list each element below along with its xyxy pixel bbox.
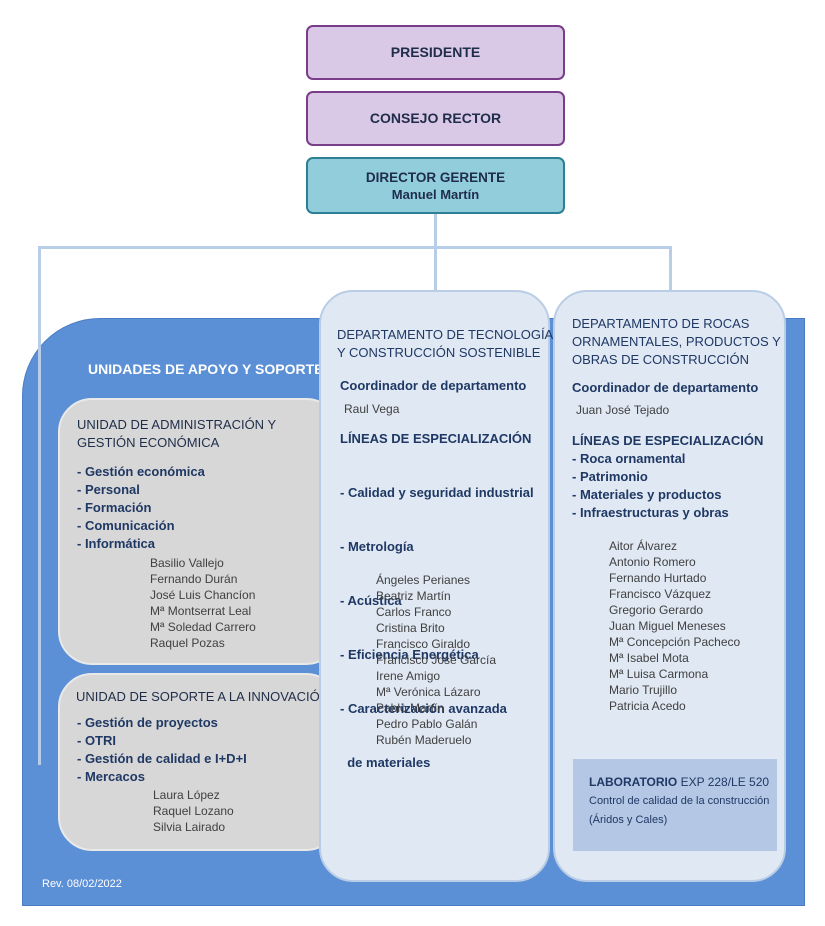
innovation-unit-title: UNIDAD DE SOPORTE A LA INNOVACIÓN xyxy=(76,689,330,704)
director-gerente-box: DIRECTOR GERENTE Manuel Martín xyxy=(306,157,565,214)
list-item: Ángeles Perianes xyxy=(376,573,471,587)
list-item: - Mercacos xyxy=(77,769,145,784)
consejo-rector-label: CONSEJO RECTOR xyxy=(369,110,502,126)
list-item: - Patrimonio xyxy=(572,469,648,484)
list-item: - Calidad y seguridad industrial xyxy=(340,485,534,500)
list-item: Mª Luisa Carmona xyxy=(609,667,709,681)
dept-tech-title: DEPARTAMENTO DE TECNOLOGÍAS Y CONSTRUCCI… xyxy=(337,327,562,360)
list-item: - Eficiencia Energética xyxy=(340,647,479,662)
list-item: Rubén Maderuelo xyxy=(376,733,472,747)
list-item: Cristina Brito xyxy=(376,621,445,635)
presidente-box: PRESIDENTE xyxy=(306,25,565,80)
director-title: DIRECTOR GERENTE xyxy=(365,170,506,185)
innovation-unit-box xyxy=(58,673,340,851)
list-item: Silvia Lairado xyxy=(153,820,226,834)
innovation-functions: - Gestión de proyectos - OTRI - Gestión … xyxy=(77,714,247,786)
laboratory-box: LABORATORIO EXP 228/LE 520 Control de ca… xyxy=(573,759,777,851)
list-item: Pablo Martín xyxy=(376,701,445,715)
list-item: - Materiales y productos xyxy=(572,487,722,502)
connector-director-down xyxy=(434,214,437,294)
dept-tech-coord-name: Raul Vega xyxy=(344,402,400,416)
list-item: - Informática xyxy=(77,536,156,551)
list-item: Juan Miguel Meneses xyxy=(609,619,726,633)
support-units-title: UNIDADES DE APOYO Y SOPORTE xyxy=(88,361,324,377)
list-item: Carlos Franco xyxy=(376,605,452,619)
laboratory-heading: LABORATORIO EXP 228/LE 520 xyxy=(589,775,769,789)
list-item: Mª Concepción Pacheco xyxy=(609,635,741,649)
innovation-people: Laura López Raquel Lozano Silvia Lairado xyxy=(153,787,234,835)
laboratory-desc-1: Control de calidad de la construcción xyxy=(589,795,770,807)
dept-rocks-coord-name: Juan José Tejado xyxy=(576,403,670,417)
list-item: Mª Montserrat Leal xyxy=(150,604,252,618)
dept-rocks-lines-label: LÍNEAS DE ESPECIALIZACIÓN xyxy=(572,433,764,448)
list-item: - Infraestructuras y obras xyxy=(572,505,729,520)
presidente-label: PRESIDENTE xyxy=(390,44,481,60)
list-item: Fernando Hurtado xyxy=(609,571,707,585)
admin-unit-title: UNIDAD DE ADMINISTRACIÓN Y GESTIÓN ECONÓ… xyxy=(77,417,277,450)
dept-tech-lines-label: LÍNEAS DE ESPECIALIZACIÓN xyxy=(340,431,532,446)
list-item: - Metrología xyxy=(340,539,414,554)
list-item: Mª Soledad Carrero xyxy=(150,620,256,634)
dept-tech-box xyxy=(319,290,550,882)
list-item: Fernando Durán xyxy=(150,572,238,586)
list-item: Gregorio Gerardo xyxy=(609,603,704,617)
list-item: Mario Trujillo xyxy=(609,683,678,697)
admin-unit-box xyxy=(58,398,340,665)
dept-rocks-people: Aitor Álvarez Antonio Romero Fernando Hu… xyxy=(609,538,740,714)
list-item: - Acústica xyxy=(340,593,402,608)
revision-date: Rev. 08/02/2022 xyxy=(42,878,122,890)
laboratory-title: LABORATORIO xyxy=(589,775,678,789)
list-item: Basilio Vallejo xyxy=(150,556,224,570)
list-item: Irene Amigo xyxy=(376,669,441,683)
dept-rocks-lines: - Roca ornamental - Patrimonio - Materia… xyxy=(572,450,729,522)
list-item: - Formación xyxy=(77,500,152,515)
list-item: Raquel Lozano xyxy=(153,804,234,818)
list-item: Mª Verónica Lázaro xyxy=(376,685,481,699)
list-item: José Luis Chancíon xyxy=(150,588,256,602)
dept-rocks-title: DEPARTAMENTO DE ROCAS ORNAMENTALES, PROD… xyxy=(572,316,781,367)
list-item: - Gestión de calidad e I+D+I xyxy=(77,751,247,766)
dept-rocks-coord-label: Coordinador de departamento xyxy=(572,380,759,395)
list-item: - Caracterización avanzada xyxy=(340,701,507,716)
list-item: Antonio Romero xyxy=(609,555,696,569)
list-item: de materiales xyxy=(340,755,431,770)
list-item: Francisco Giraldo xyxy=(376,637,471,651)
connector-left-over-blue xyxy=(38,318,41,765)
dept-tech-people: Ángeles Perianes Beatriz Martín Carlos F… xyxy=(376,572,496,748)
list-item: - OTRI xyxy=(77,733,116,748)
dept-tech-lines: - Calidad y seguridad industrial - Metro… xyxy=(340,448,534,790)
list-item: Laura López xyxy=(153,788,220,802)
director-name: Manuel Martín xyxy=(391,187,480,202)
admin-functions: - Gestión económica - Personal - Formaci… xyxy=(77,463,205,553)
list-item: - Gestión económica xyxy=(77,464,205,479)
list-item: Francisco José García xyxy=(376,653,497,667)
list-item: - Gestión de proyectos xyxy=(77,715,218,730)
connector-right-down xyxy=(669,246,672,290)
admin-people: Basilio Vallejo Fernando Durán José Luis… xyxy=(150,555,256,651)
list-item: - Personal xyxy=(77,482,140,497)
laboratory-desc-2: (Áridos y Cales) xyxy=(589,814,668,826)
list-item: Beatriz Martín xyxy=(376,589,451,603)
list-item: Aitor Álvarez xyxy=(609,539,678,553)
dept-tech-coord-label: Coordinador de departamento xyxy=(340,378,527,393)
list-item: Mª Isabel Mota xyxy=(609,651,689,665)
list-item: Patricia Acedo xyxy=(609,699,686,713)
list-item: Francisco Vázquez xyxy=(609,587,712,601)
list-item: - Comunicación xyxy=(77,518,175,533)
list-item: Pedro Pablo Galán xyxy=(376,717,478,731)
laboratory-code: EXP 228/LE 520 xyxy=(680,775,770,789)
list-item: Raquel Pozas xyxy=(150,636,225,650)
consejo-rector-box: CONSEJO RECTOR xyxy=(306,91,565,146)
list-item: - Roca ornamental xyxy=(572,451,686,466)
connector-horizontal xyxy=(38,246,672,249)
